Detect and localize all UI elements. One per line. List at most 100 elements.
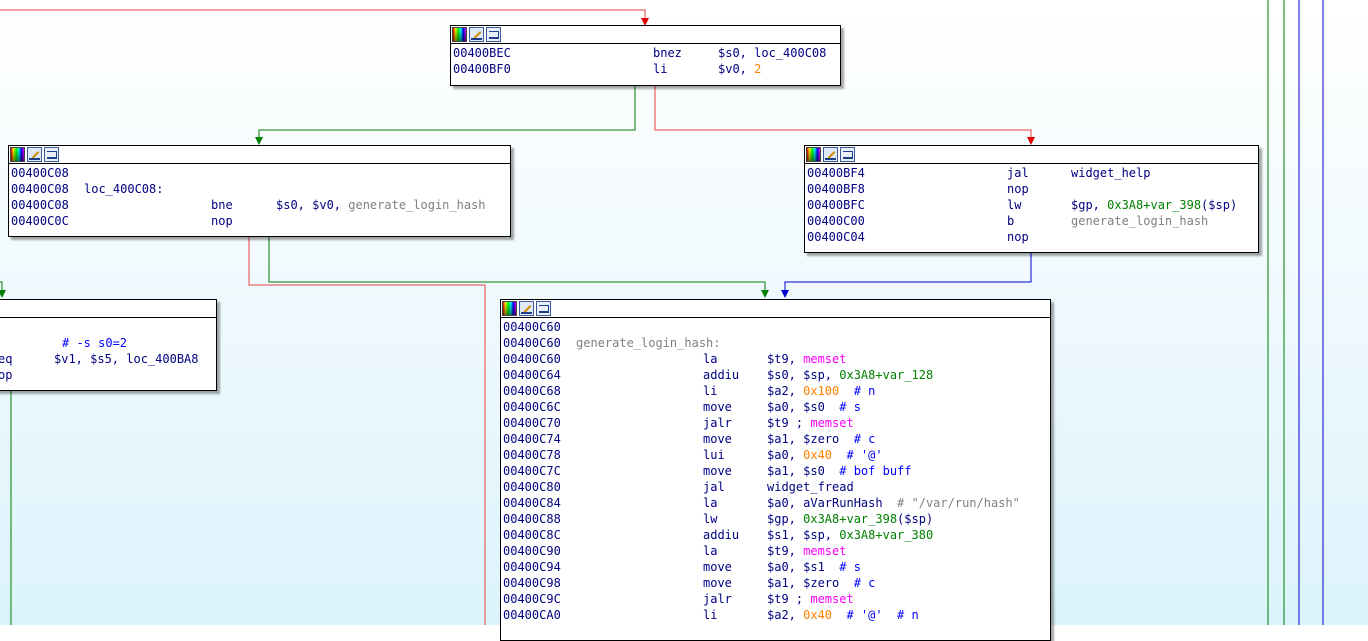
mnemonic: addiu	[703, 368, 740, 382]
mnemonic: move	[703, 560, 732, 574]
operand: $s0, $sp,	[767, 368, 840, 382]
import-symbol[interactable]: memset	[803, 352, 847, 366]
code-line[interactable]: 00400C00 b generate_login_hash	[807, 213, 1258, 229]
graph-icon[interactable]	[840, 147, 855, 162]
rename-icon[interactable]	[469, 27, 484, 42]
operands: $a0, 0x40 # '@'	[767, 447, 883, 463]
graph-icon[interactable]	[44, 147, 59, 162]
rename-icon[interactable]	[27, 147, 42, 162]
code-line[interactable]: op	[0, 367, 216, 383]
color-palette-icon[interactable]	[10, 147, 25, 162]
comment: # n	[853, 384, 876, 398]
import-symbol[interactable]: memset	[810, 416, 854, 430]
address: 00400BFC	[807, 198, 865, 212]
code-line[interactable]: 00400C60	[503, 319, 1050, 335]
code-line[interactable]: 00400BFC lw $gp, 0x3A8+var_398($sp)	[807, 197, 1258, 213]
code-line[interactable]: eq $v1, $s5, loc_400BA8	[0, 351, 216, 367]
code-line[interactable]: 00400C08 bne $s0, $v0, generate_login_ha…	[11, 197, 510, 213]
rename-icon[interactable]	[823, 147, 838, 162]
code-line[interactable]: 00400C08 loc_400C08:	[11, 181, 510, 197]
import-symbol[interactable]: memset	[803, 544, 847, 558]
operand: $a1, $zero	[767, 432, 840, 446]
code-line[interactable]: 00400C08	[11, 165, 510, 181]
color-palette-icon[interactable]	[452, 27, 467, 42]
code-line[interactable]: 00400BEC bnez $s0, loc_400C08	[453, 45, 840, 61]
immediate-value: 2	[754, 62, 762, 76]
code-line[interactable]: 00400C04 nop	[807, 229, 1258, 245]
operands: $t9 ; memset	[767, 591, 854, 607]
code-line[interactable]: 00400BF0 li $v0, 2	[453, 61, 840, 77]
rename-icon[interactable]	[519, 301, 534, 316]
code-line[interactable]: 00400BF4 jal widget_help	[807, 165, 1258, 181]
call-target[interactable]: widget_fread	[767, 480, 854, 494]
mnemonic: nop	[1007, 230, 1029, 244]
operand: ($sp)	[1201, 198, 1238, 212]
operand: $t9 ;	[767, 592, 811, 606]
comment: # s	[839, 560, 861, 574]
code-line[interactable]	[0, 319, 216, 335]
comment: # s	[839, 400, 861, 414]
edge-c08-to-c60	[268, 235, 769, 298]
color-palette-icon[interactable]	[502, 301, 517, 316]
mnemonic: bnez	[653, 46, 682, 60]
operand: $v1, $s5, loc_400BA8	[54, 352, 199, 366]
address: 00400C00	[807, 214, 865, 228]
address: 00400C9C	[503, 592, 561, 606]
location-label[interactable]: loc_400C08:	[84, 182, 164, 196]
call-target[interactable]: widget_help	[1071, 166, 1151, 180]
graph-icon[interactable]	[486, 27, 501, 42]
import-symbol[interactable]: memset	[810, 592, 854, 606]
operand: $gp,	[1071, 198, 1108, 212]
node-header	[9, 146, 510, 164]
code-line[interactable]: # -s s0=2	[0, 335, 216, 351]
node-left-partial[interactable]: # -s s0=2 eq $v1, $s5, loc_400BA8 op	[0, 299, 217, 391]
graph-icon[interactable]	[536, 301, 551, 316]
mnemonic: lw	[1007, 198, 1022, 212]
operand: ($sp)	[897, 512, 934, 526]
mnemonic: addiu	[703, 528, 740, 542]
address: 00400C08	[11, 166, 69, 180]
code-line[interactable]: 00400C0C nop	[11, 213, 510, 229]
comment: # '@'	[846, 448, 883, 462]
operand: $a1, $s0	[767, 464, 825, 478]
node-00400BF4[interactable]: 00400BF4 jal widget_help 00400BF8 nop 00…	[804, 145, 1259, 253]
operand-target[interactable]: loc_400C08	[754, 46, 827, 60]
address: 00400C78	[503, 448, 561, 462]
operand: $a0,	[767, 448, 804, 462]
edge-into-bec	[0, 9, 649, 26]
operand: $t9,	[767, 352, 804, 366]
operands: $s1, $sp, 0x3A8+var_380	[767, 527, 933, 543]
function-label[interactable]: generate_login_hash:	[576, 336, 721, 350]
address: 00400C98	[503, 576, 561, 590]
node-00400BEC[interactable]: 00400BEC bnez $s0, loc_400C08 00400BF0 l…	[450, 25, 841, 86]
operand-target[interactable]: generate_login_hash	[348, 198, 486, 212]
edge-c08-to-below	[248, 235, 486, 625]
node-00400C08[interactable]: 00400C08 00400C08 loc_400C08: 00400C08 b…	[8, 145, 511, 237]
code-line[interactable]: 00400BF8 nop	[807, 181, 1258, 197]
node-header	[501, 300, 1050, 318]
mnemonic: b	[1007, 214, 1015, 228]
branch-target[interactable]: generate_login_hash	[1071, 214, 1209, 228]
color-palette-icon[interactable]	[806, 147, 821, 162]
mnemonic: la	[703, 496, 718, 510]
operands: $a2, 0x40 # '@' # n	[767, 607, 919, 623]
